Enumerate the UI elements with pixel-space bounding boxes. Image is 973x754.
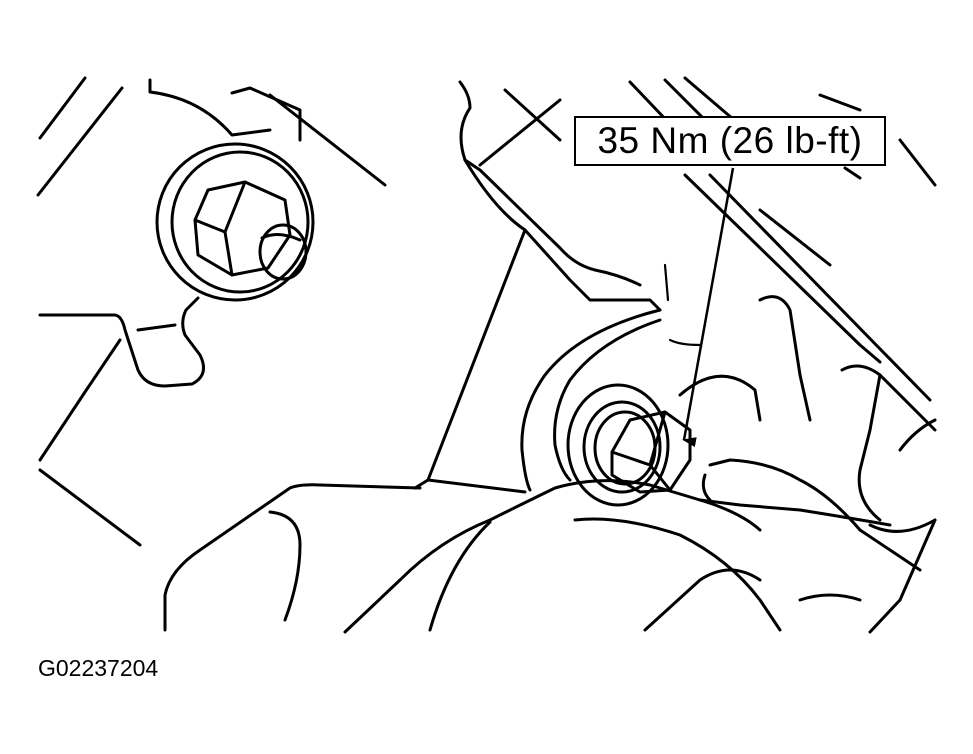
figure-id: G02237204 (38, 655, 159, 681)
torque-label: 35 Nm (26 lb-ft) (597, 120, 863, 161)
torque-callout: 35 Nm (26 lb-ft) (574, 116, 886, 166)
lower-bolt (520, 263, 702, 507)
lower-housing (163, 295, 937, 634)
left-bracket (36, 76, 387, 547)
arrow-down-icon (682, 167, 735, 448)
right-frame (628, 76, 937, 522)
upper-bolt (155, 142, 315, 302)
mount-body (413, 80, 662, 494)
